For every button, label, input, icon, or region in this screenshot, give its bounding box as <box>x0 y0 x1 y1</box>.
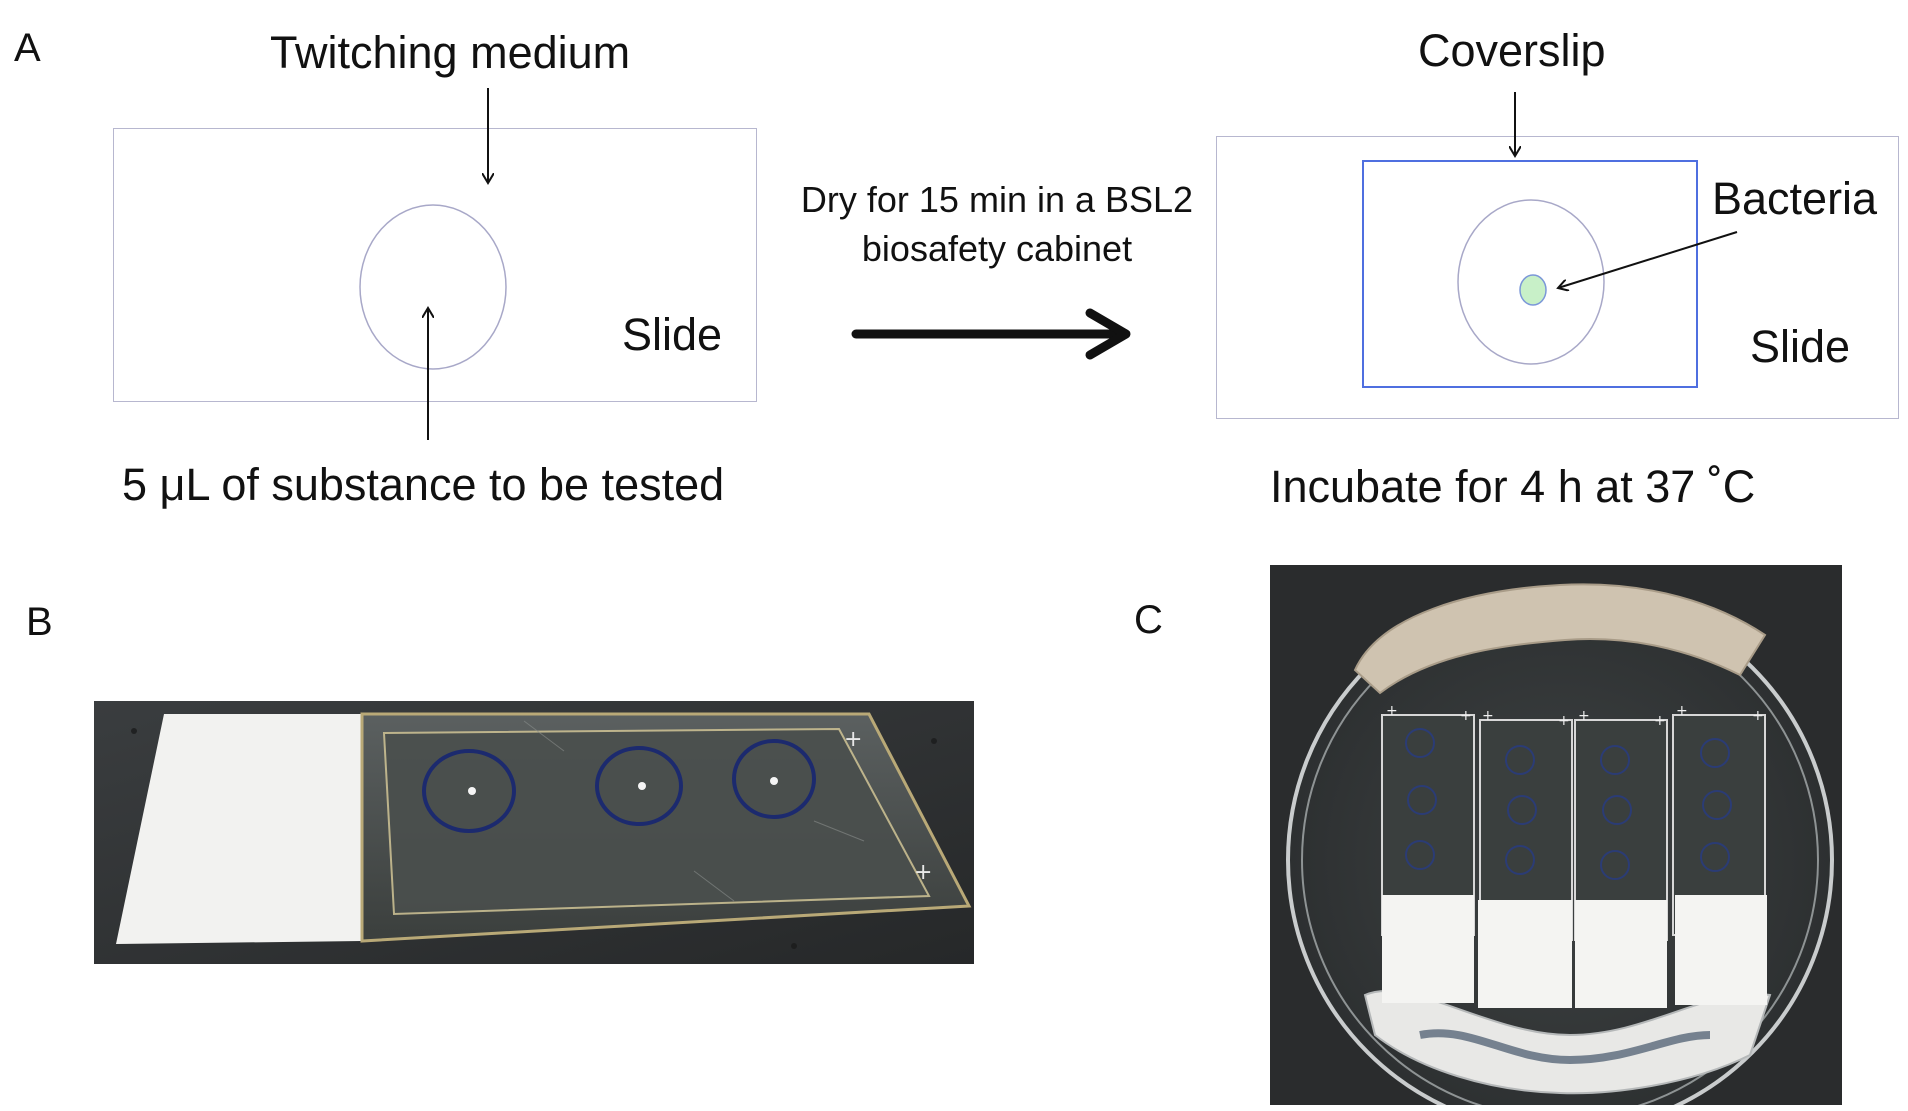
wet-tissue-bottom <box>1363 989 1772 1095</box>
svg-text:+: + <box>1482 708 1494 724</box>
petri-slide-4 <box>1672 714 1767 1005</box>
petri-slide-1 <box>1381 714 1475 1003</box>
slide-label-left: Slide <box>622 309 723 360</box>
photo-petri-graphic: + + + + + + + + <box>1270 565 1842 1105</box>
marked-circle-3 <box>732 739 816 819</box>
medium-spot-right <box>1457 199 1605 365</box>
bacteria-label: Bacteria <box>1712 173 1878 224</box>
svg-text:+: + <box>914 860 932 885</box>
panel-letter-a: A <box>14 26 41 70</box>
panel-letter-c: C <box>1134 598 1163 642</box>
slide-diagram-right <box>1216 136 1899 419</box>
coverslip-label: Coverslip <box>1418 25 1606 76</box>
coverslip-outline <box>1362 160 1698 388</box>
svg-text:+: + <box>1752 708 1764 724</box>
svg-text:+: + <box>1460 708 1472 724</box>
incubate-label: Incubate for 4 h at 37 ˚C <box>1270 461 1756 512</box>
svg-text:+: + <box>1578 708 1590 724</box>
twitching-medium-label: Twitching medium <box>270 27 631 78</box>
panel-letter-b: B <box>26 600 53 644</box>
substance-label: 5 μL of substance to be tested <box>122 459 725 510</box>
bacteria-arrow <box>1558 231 1738 288</box>
dry-step-line-2: biosafety cabinet <box>861 227 1133 269</box>
wet-tissue-top <box>1353 583 1767 695</box>
svg-text:+: + <box>1558 713 1570 729</box>
medium-spot-left <box>359 204 507 370</box>
marked-circle-1 <box>422 749 516 833</box>
slides-group: + + + + + + + + <box>1381 703 1767 1008</box>
svg-text:+: + <box>1654 713 1666 729</box>
photo-petri-dish: + + + + + + + + <box>1270 565 1842 1105</box>
slide-label-right: Slide <box>1750 321 1851 372</box>
photo-slide: + + <box>94 701 974 964</box>
svg-text:+: + <box>844 727 862 752</box>
marked-circle-2 <box>595 746 683 826</box>
photo-slide-graphic: + + <box>94 701 974 964</box>
svg-text:+: + <box>1386 703 1398 719</box>
petri-slide-3 <box>1574 719 1668 1008</box>
petri-slide-2 <box>1478 719 1573 1008</box>
slide-frosted-end <box>116 714 362 944</box>
bacteria-dot <box>1519 274 1547 306</box>
svg-text:+: + <box>1676 703 1688 719</box>
dry-step-line-1: Dry for 15 min in a BSL2 <box>800 179 1194 220</box>
slide-diagram-left <box>113 128 757 402</box>
process-arrow-head <box>1085 308 1131 360</box>
dry-step-label: Dry for 15 min in a BSL2 biosafety cabin… <box>772 176 1222 273</box>
